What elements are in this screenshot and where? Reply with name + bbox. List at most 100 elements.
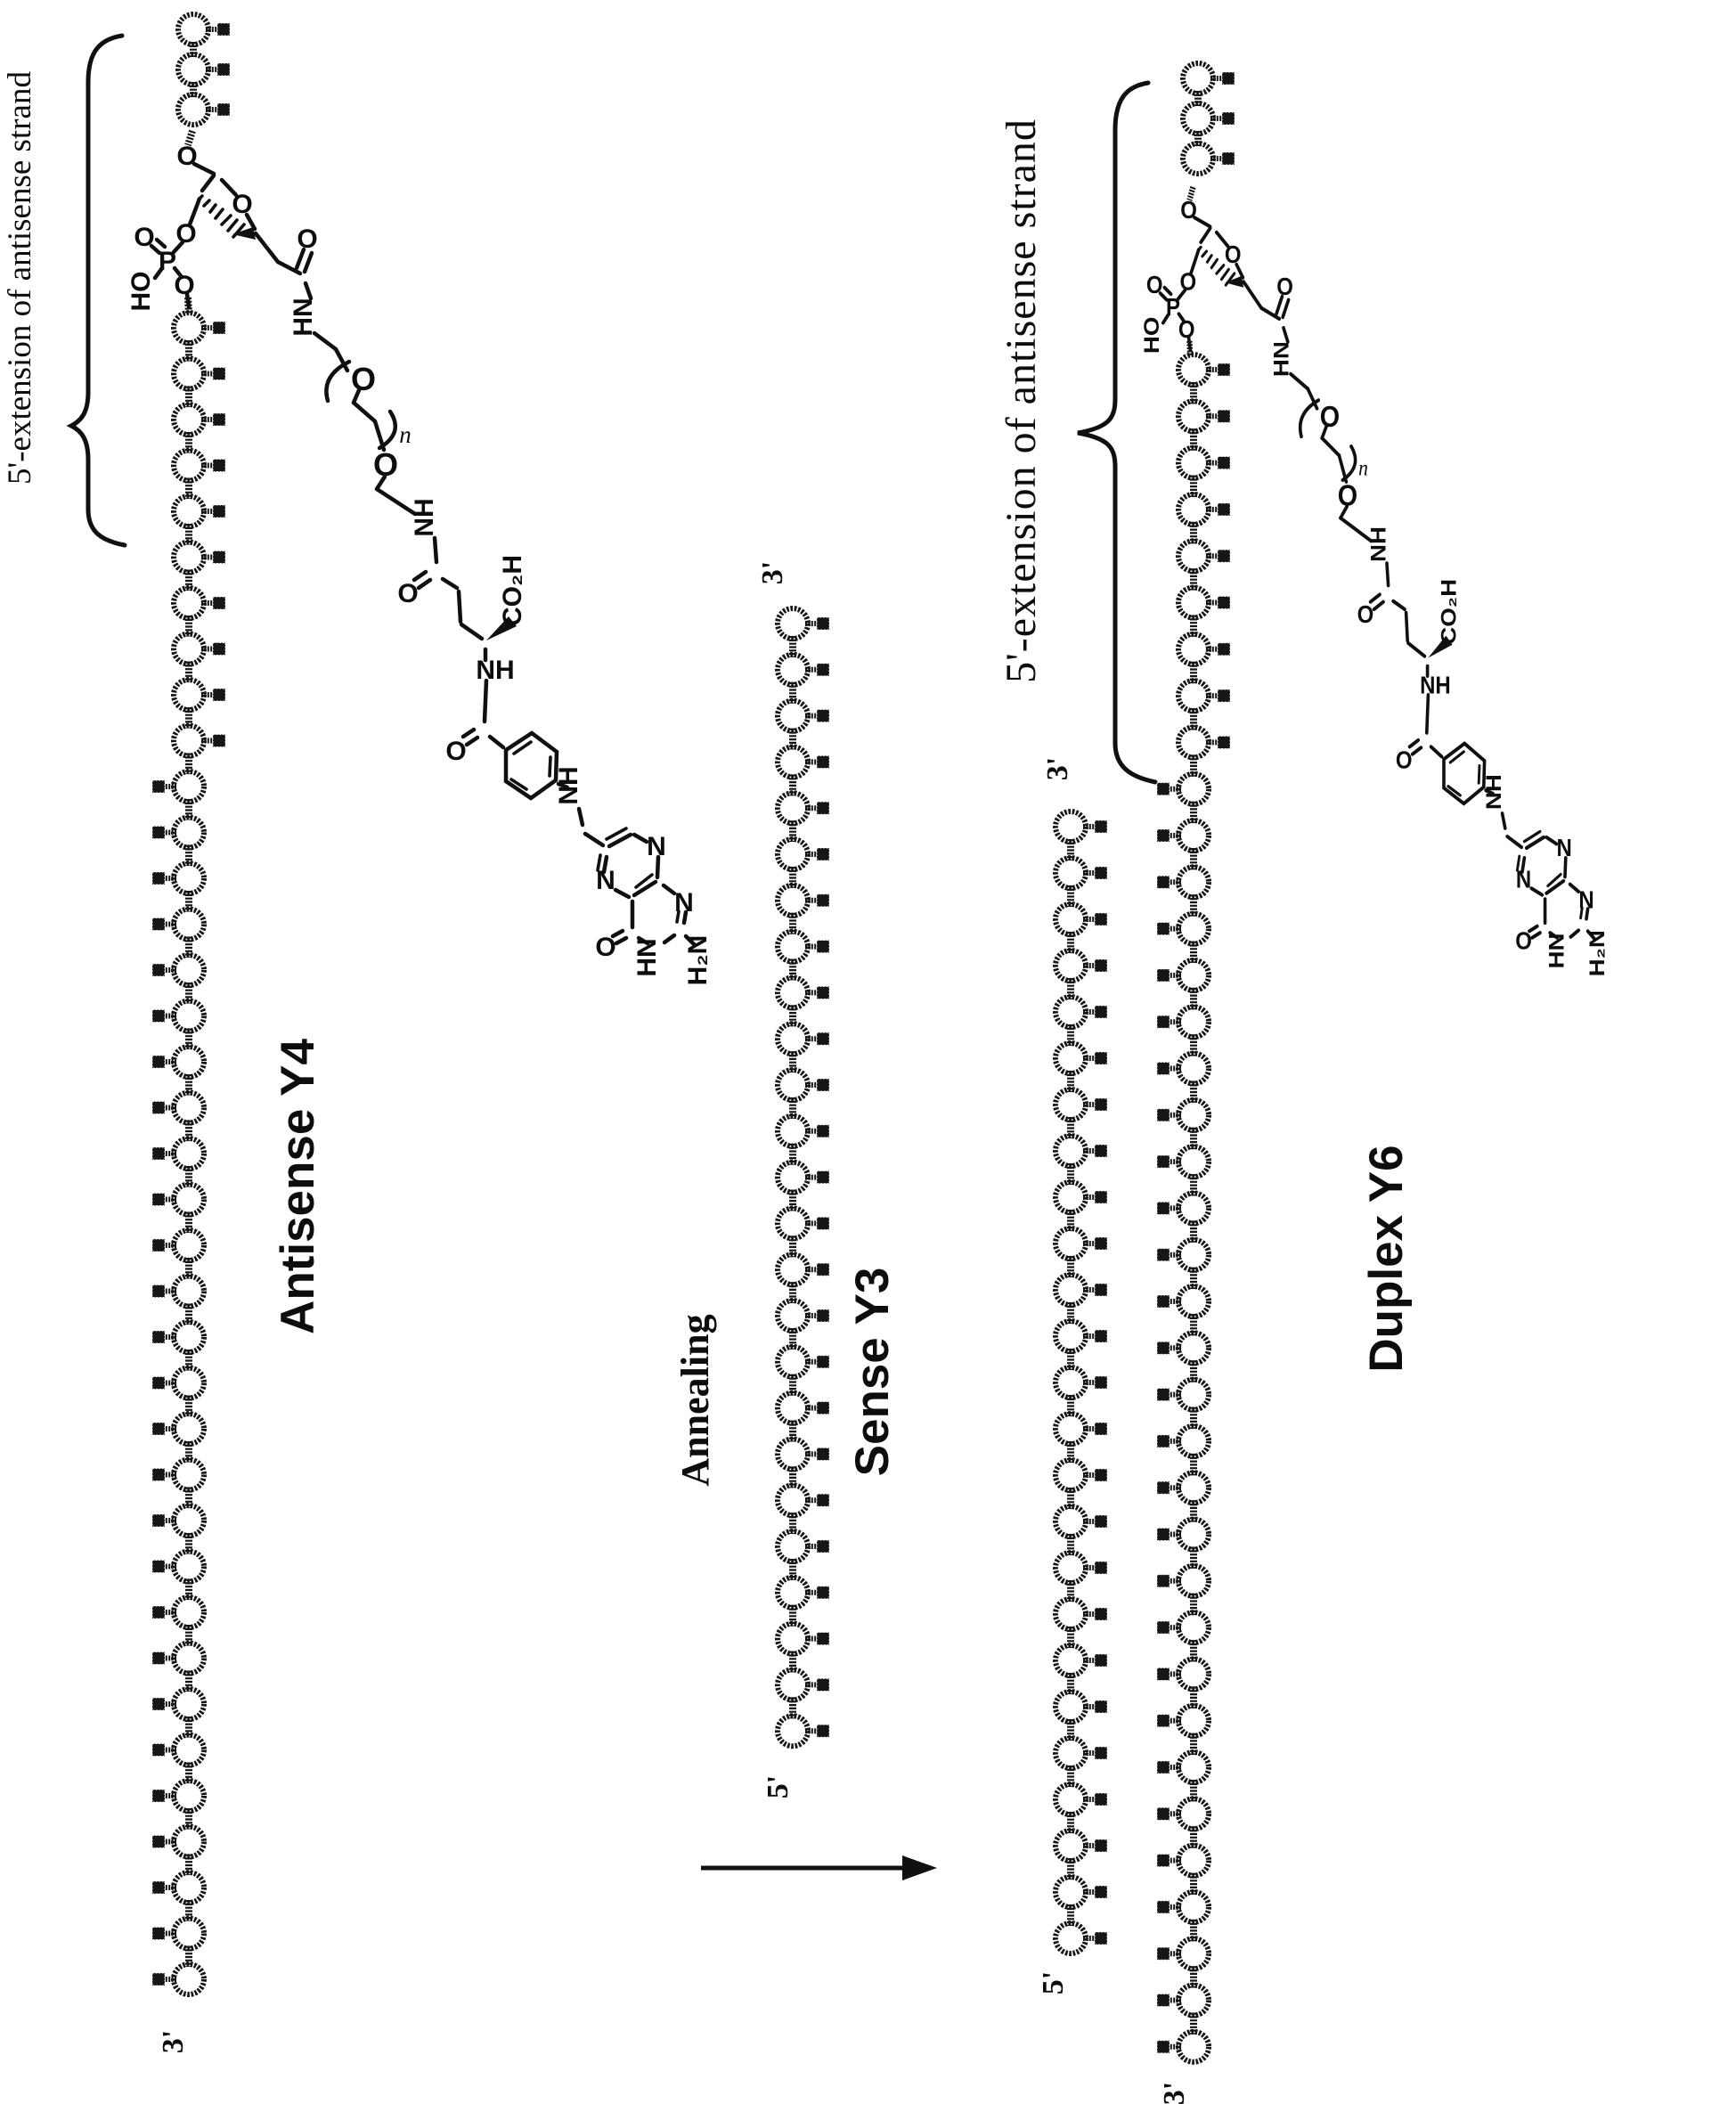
bold-wedge-co2h xyxy=(486,616,517,640)
base-square xyxy=(151,871,166,885)
folate-peg-conjugate-right: O O O P HO O O O HN O n O NH O CO₂H NH O… xyxy=(1141,185,1610,976)
base-square xyxy=(1094,912,1108,926)
atom-h2n: H₂N xyxy=(683,935,713,986)
atom-o-peg2: O xyxy=(373,446,398,483)
strand-duplex-sense xyxy=(1053,809,1108,1956)
nucleotide-bead xyxy=(1176,352,1211,387)
strand-sense-y3 xyxy=(775,606,830,1749)
base-square xyxy=(1217,502,1231,517)
nucleotide-bead xyxy=(171,310,207,346)
nucleotide-bead xyxy=(171,860,207,896)
peg-open-paren xyxy=(324,359,352,404)
base-square xyxy=(1156,1994,1170,2007)
base-square xyxy=(1156,1015,1170,1029)
base-square xyxy=(1094,1051,1108,1065)
base-square xyxy=(151,1560,166,1573)
strand-duplex-antisense-main xyxy=(1156,352,1231,2065)
base-square xyxy=(816,893,830,908)
nucleotide-bead xyxy=(171,1732,207,1768)
nucleotide-bead xyxy=(1176,1610,1211,1646)
base-square xyxy=(1094,958,1108,973)
base-square xyxy=(816,709,830,723)
extension-brace-right xyxy=(1077,80,1158,785)
base-square xyxy=(816,754,830,769)
terminus-3p-duplex-sense-top: 3' xyxy=(1041,757,1074,780)
nucleotide-bead xyxy=(775,1021,811,1057)
base-square xyxy=(151,1651,166,1665)
nucleotide-bead xyxy=(1176,1888,1211,1925)
nucleotide-bead xyxy=(1053,1272,1088,1308)
base-square xyxy=(1156,1900,1170,1914)
base-square xyxy=(1217,456,1231,470)
duplex-label: Duplex Y6 xyxy=(1360,1145,1413,1372)
base-square xyxy=(151,1880,166,1895)
nucleotide-bead xyxy=(775,744,811,780)
nucleotide-bead xyxy=(171,1319,207,1355)
nucleotide-bead xyxy=(175,92,211,127)
base-square xyxy=(1221,71,1235,86)
base-square xyxy=(216,102,231,117)
atom-o-c4: O xyxy=(595,933,615,962)
base-square xyxy=(1156,1434,1170,1448)
atom-o-p-lower: O xyxy=(174,271,194,300)
atom-o-ester: O xyxy=(176,142,197,171)
base-square xyxy=(151,1284,166,1298)
base-square xyxy=(1094,1746,1108,1760)
nucleotide-bead xyxy=(1176,1376,1211,1413)
base-square xyxy=(1094,1885,1108,1899)
base-square xyxy=(1217,596,1231,609)
nucleotide-bead xyxy=(1176,444,1211,481)
base-square xyxy=(212,504,226,518)
antisense-strand-label: Antisense Y4 xyxy=(272,1039,324,1334)
base-square xyxy=(1094,1236,1108,1251)
base-square xyxy=(151,1055,166,1069)
atom-o-ring: O xyxy=(1225,242,1242,269)
nucleotide-bead xyxy=(775,928,811,965)
nucleotide-bead xyxy=(1053,1596,1088,1632)
base-square xyxy=(816,1539,830,1554)
nucleotide-bead xyxy=(1176,1562,1211,1599)
base-square xyxy=(1156,1341,1170,1355)
base-square xyxy=(1156,2040,1170,2054)
nucleotide-bead xyxy=(171,1273,207,1309)
extension-label-left: 5'-extension of antisense strand xyxy=(2,71,38,485)
atom-nh-peg: NH xyxy=(1367,526,1390,562)
strand-antisense-y4-main xyxy=(151,310,226,1997)
atom-nh-alpha: NH xyxy=(1420,673,1451,699)
nucleotide-bead xyxy=(171,493,207,529)
atom-n5: N xyxy=(596,866,615,895)
base-square xyxy=(212,459,226,472)
bold-wedge xyxy=(1225,275,1244,288)
atom-o-glutamide: O xyxy=(1357,601,1374,628)
annealing-arrow xyxy=(701,1855,937,1880)
base-square xyxy=(1156,1574,1170,1588)
nucleotide-bead xyxy=(1053,1133,1088,1169)
base-square xyxy=(1217,409,1231,423)
atom-n1: N xyxy=(1578,887,1593,914)
base-square xyxy=(1156,1946,1170,1961)
atom-ho: HO xyxy=(1141,317,1164,355)
base-square xyxy=(1156,1480,1170,1495)
base-square xyxy=(1094,1097,1108,1112)
benzene-ring xyxy=(503,730,559,801)
nucleotide-bead xyxy=(171,722,207,759)
atom-o-peg2: O xyxy=(1338,479,1357,512)
nucleotide-bead xyxy=(1053,1087,1088,1122)
atom-nh-anilino: NH xyxy=(554,766,583,804)
base-square xyxy=(816,1170,830,1185)
nucleotide-bead xyxy=(171,1640,207,1676)
nucleotide-bead xyxy=(171,1823,207,1860)
nucleotide-bead xyxy=(1176,1749,1211,1785)
base-square xyxy=(151,1605,166,1619)
nucleotide-bead xyxy=(171,1365,207,1401)
nucleotide-bead xyxy=(171,1915,207,1952)
nucleotide-bead xyxy=(171,1686,207,1722)
nucleotide-bead xyxy=(1176,1796,1211,1832)
nucleotide-bead xyxy=(1053,901,1088,937)
nucleotide-bead xyxy=(1053,1457,1088,1493)
base-square xyxy=(1156,1528,1170,1541)
nucleotide-bead xyxy=(175,12,211,47)
nucleotide-bead xyxy=(1053,1040,1088,1076)
atom-o-amide1: O xyxy=(1276,274,1293,301)
